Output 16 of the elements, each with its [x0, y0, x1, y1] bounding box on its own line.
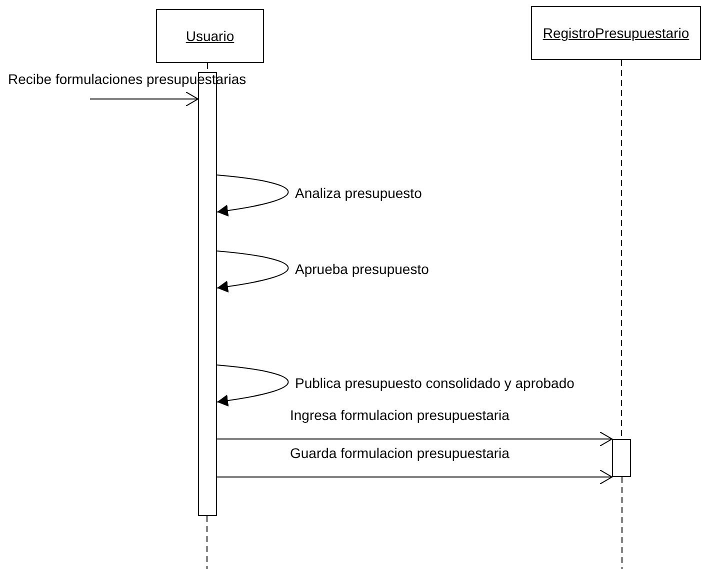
- message-label: Analiza presupuesto: [295, 185, 422, 201]
- object-name: RegistroPresupuestario: [542, 25, 690, 41]
- message-label: Guarda formulacion presupuestaria: [290, 445, 510, 461]
- self-message-arrow: [216, 250, 289, 292]
- message-arrow: [90, 92, 198, 106]
- message-arrow: [216, 432, 612, 446]
- self-message-arrow: [216, 364, 289, 406]
- object-name: Usuario: [186, 28, 234, 44]
- message-arrow: [216, 470, 612, 484]
- message-label: Publica presupuesto consolidado y aprobado: [295, 375, 574, 391]
- lifeline-header-box: [156, 9, 264, 63]
- self-message-arrow: [216, 174, 289, 216]
- lifeline-header-box: [531, 6, 701, 60]
- message-label: Aprueba presupuesto: [295, 261, 429, 277]
- activation-bar: [612, 439, 631, 477]
- message-label: Ingresa formulacion presupuestaria: [290, 407, 510, 423]
